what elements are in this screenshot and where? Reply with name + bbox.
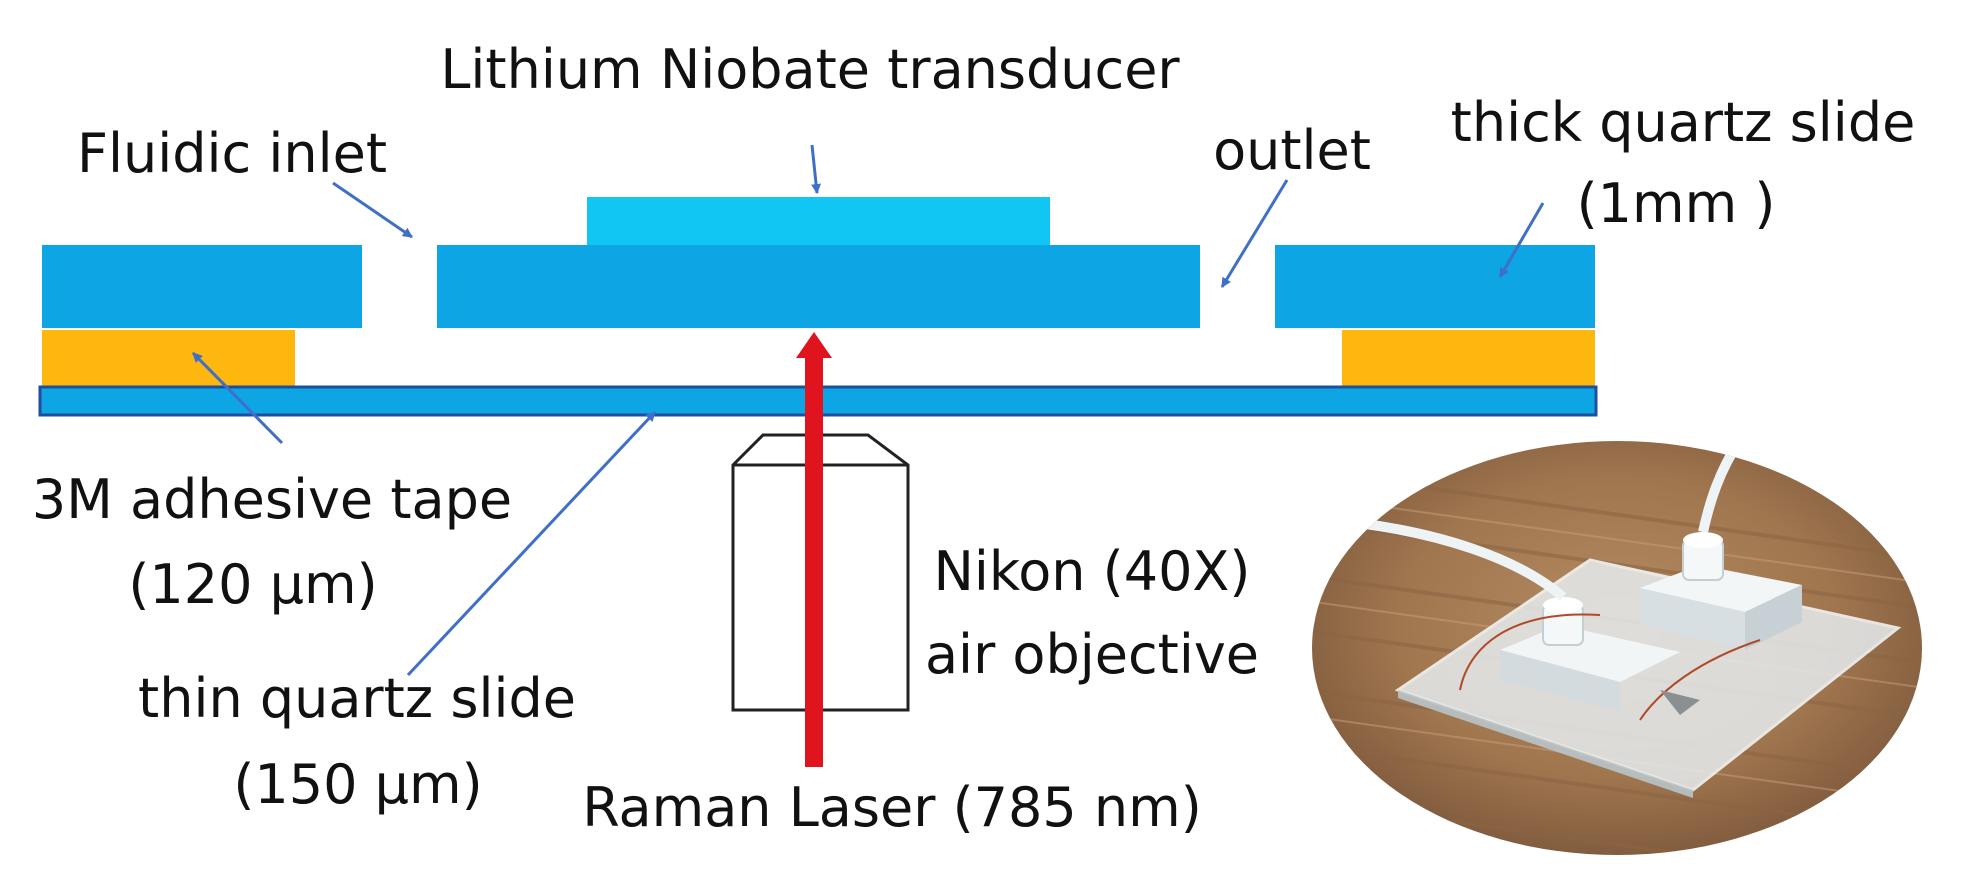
label-transducer: Lithium Niobate transducer	[440, 38, 1180, 101]
device-photo	[1312, 441, 1922, 855]
label-fluidic-inlet: Fluidic inlet	[77, 122, 387, 185]
thick-slide-arrow	[1498, 202, 1545, 278]
label-outlet: outlet	[1213, 119, 1371, 182]
thick-quartz-slide-left	[42, 245, 362, 328]
label-thick-slide-dim: (1mm )	[1577, 172, 1776, 235]
label-objective: Nikon (40X)	[933, 540, 1250, 603]
transducer-arrow	[810, 144, 822, 194]
raman-laser-beam	[805, 355, 823, 767]
adhesive-tape-left	[42, 330, 295, 387]
label-raman-laser: Raman Laser (785 nm)	[582, 776, 1202, 839]
tape-arrow	[191, 351, 284, 445]
label-tape: 3M adhesive tape	[32, 468, 512, 531]
adhesive-tape-right	[1342, 330, 1595, 387]
label-thin-slide: thin quartz slide	[138, 667, 576, 730]
lithium-niobate-transducer	[587, 197, 1050, 245]
thin-slide-arrow	[406, 410, 657, 677]
laser-arrowhead	[796, 332, 832, 358]
thick-quartz-slide-center	[437, 245, 1200, 328]
label-tape-dim: (120 µm)	[128, 553, 377, 616]
outlet-arrow	[1220, 179, 1289, 288]
inlet-arrow	[332, 181, 413, 239]
label-objective-type: air objective	[925, 623, 1259, 686]
thick-quartz-slide-right	[1275, 245, 1595, 328]
label-thick-slide: thick quartz slide	[1451, 91, 1916, 154]
label-thin-slide-dim: (150 µm)	[233, 753, 482, 816]
